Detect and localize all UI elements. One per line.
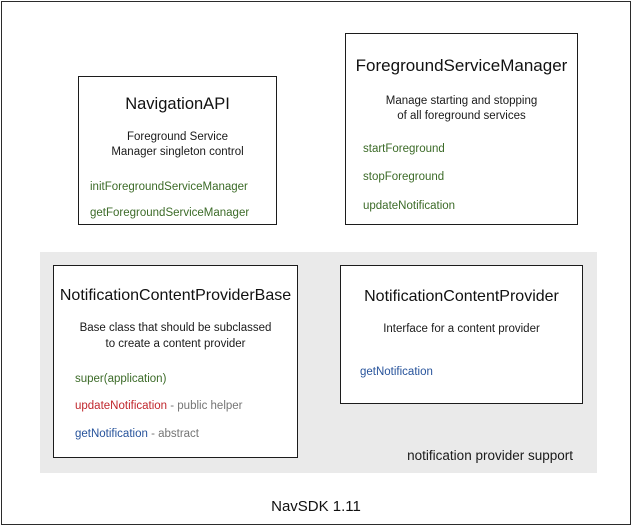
member-list-notification-content-provider-base: super(application) updateNotification - … [54,372,297,441]
member-row[interactable]: getNotification - abstract [75,427,297,441]
member-row[interactable]: updateNotification [363,199,577,213]
member-name: stopForeground [363,171,445,184]
member-name: getForegroundServiceManager [90,206,250,219]
class-description-line: Interface for a content provider [383,323,540,336]
member-name: super(application) [75,372,167,385]
class-box-notification-content-provider[interactable]: NotificationContentProvider Interface fo… [340,265,583,404]
class-title-navigation-api: NavigationAPI [125,95,230,113]
class-box-navigation-api[interactable]: NavigationAPI Foreground Service Manager… [78,76,277,225]
member-row[interactable]: getForegroundServiceManager [90,206,276,220]
class-box-notification-content-provider-base[interactable]: NotificationContentProviderBase Base cla… [53,265,298,458]
member-row[interactable]: getNotification [360,365,582,379]
member-note: - abstract [147,427,200,440]
class-description-navigation-api: Foreground Service Manager singleton con… [79,130,276,160]
member-note: - public helper [167,400,243,413]
member-list-navigation-api: initForegroundServiceManager getForegrou… [79,182,276,219]
class-description-notification-content-provider: Interface for a content provider [341,322,582,337]
member-row[interactable]: startForeground [363,142,577,156]
class-description-notification-content-provider-base: Base class that should be subclassed to … [54,321,297,351]
member-list-foreground-service-manager: startForeground stopForeground updateNot… [346,142,577,213]
class-title-foreground-service-manager: ForegroundServiceManager [355,56,568,75]
class-description-line: Manager singleton control [111,146,244,159]
class-title-notification-content-provider: NotificationContentProvider [364,288,559,305]
member-row[interactable]: initForegroundServiceManager [90,182,276,194]
class-description-line: to create a content provider [105,337,246,350]
class-title-notification-content-provider-base: NotificationContentProviderBase [59,287,292,304]
diagram-footer-label: NavSDK 1.11 [271,498,361,515]
class-description-line: Manage starting and stopping [385,94,538,107]
class-description-line: of all foreground services [397,109,526,122]
class-box-foreground-service-manager[interactable]: ForegroundServiceManager Manage starting… [345,33,578,225]
member-name: startForeground [363,142,445,155]
class-description-foreground-service-manager: Manage starting and stopping of all fore… [346,94,577,124]
member-row[interactable]: stopForeground [363,172,577,184]
member-name: updateNotification [363,199,456,212]
member-row[interactable]: super(application) [75,372,297,386]
class-description-line: Base class that should be subclassed [79,322,272,335]
member-name: getNotification [360,365,433,378]
group-panel-caption: notification provider support [407,448,573,463]
member-list-notification-content-provider: getNotification [341,365,582,379]
member-row[interactable]: updateNotification - public helper [75,400,297,413]
member-name: updateNotification [75,400,168,413]
class-description-line: Foreground Service [127,130,228,143]
member-name: getNotification [75,427,148,440]
member-name: initForegroundServiceManager [90,181,248,194]
